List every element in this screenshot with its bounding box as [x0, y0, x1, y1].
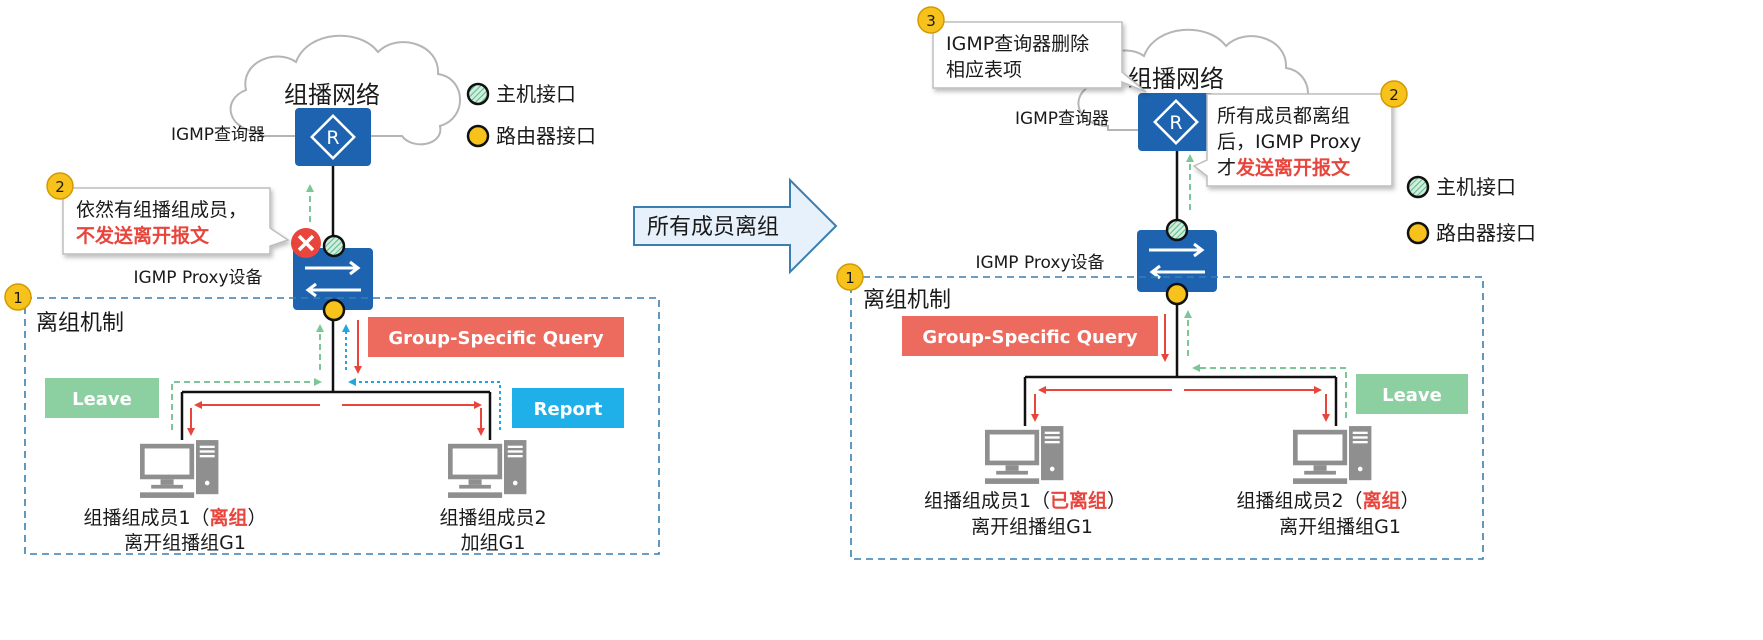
router-port-icon — [322, 298, 346, 322]
computer-icon-member1[interactable] — [985, 426, 1064, 484]
legend: 主机接口 路由器接口 — [1406, 175, 1536, 245]
callout3-line1: IGMP查询器删除 — [946, 33, 1089, 55]
report-path — [348, 378, 501, 430]
member2-line2: 离开组播组G1 — [1279, 516, 1401, 538]
querier-label: IGMP查询器 — [171, 125, 265, 145]
svg-text:R: R — [1169, 112, 1182, 134]
transition-arrow: 所有成员离组 — [633, 177, 838, 275]
callout-querier-delete — [932, 21, 1147, 93]
host-port-icon — [1165, 218, 1189, 242]
badge-1-label: 1 — [845, 269, 855, 287]
legend-host-icon — [466, 82, 490, 106]
badge-3-label: 3 — [926, 12, 936, 30]
region-title: 离组机制 — [863, 288, 951, 313]
callout2-line1: 所有成员都离组 — [1217, 105, 1350, 127]
legend-host-label: 主机接口 — [496, 82, 576, 106]
query-label: Group-Specific Query — [388, 328, 604, 349]
query-label: Group-Specific Query — [922, 327, 1138, 348]
leave-box — [1356, 374, 1468, 414]
transition-label: 所有成员离组 — [647, 215, 779, 240]
legend-router-icon — [466, 124, 490, 148]
callout-proxy-hold — [62, 187, 290, 255]
badge-1-label: 1 — [13, 289, 23, 307]
leave-label: Leave — [72, 389, 132, 410]
leave-path — [1192, 364, 1347, 418]
badge-2 — [46, 172, 74, 200]
computer-icon-member1[interactable] — [140, 440, 219, 498]
router-port-icon — [1165, 282, 1189, 306]
legend: 主机接口 路由器接口 — [466, 82, 596, 148]
legend-router-label: 路由器接口 — [496, 124, 596, 148]
svg-text:R: R — [326, 127, 339, 149]
legend-router-icon — [1406, 221, 1430, 245]
badge-2-label: 2 — [1389, 86, 1399, 104]
member1-line1: 组播组成员1（已离组） — [924, 489, 1126, 512]
badge-2-label: 2 — [55, 178, 65, 196]
cloud-icon — [229, 34, 461, 146]
member2-line1: 组播组成员2（离组） — [1236, 489, 1419, 512]
legend-host-label: 主机接口 — [1436, 175, 1516, 199]
leave-path — [171, 378, 322, 430]
callout-proxy-leave — [1192, 93, 1393, 187]
leave-label: Leave — [1382, 385, 1442, 406]
cloud-label: 组播网络 — [284, 81, 380, 109]
callout-line2: 不发送离开报文 — [76, 224, 210, 247]
report-label: Report — [534, 399, 603, 420]
callout2-line3: 才发送离开报文 — [1217, 156, 1351, 179]
leave-box — [45, 378, 159, 418]
proxy-label: IGMP Proxy设备 — [975, 253, 1104, 273]
legend-host-icon — [1406, 175, 1430, 199]
router-icon[interactable]: R — [295, 108, 371, 166]
query-box — [902, 316, 1158, 356]
region-box — [24, 297, 660, 555]
right-panel: 组播网络 IGMP查询器 R IGMP Proxy设备 主机接口 路由器接口 — [836, 6, 1536, 560]
member1-line2: 离开组播组G1 — [971, 516, 1093, 538]
member1-line2: 离开组播组G1 — [124, 532, 246, 554]
computer-icon-member2[interactable] — [1293, 426, 1372, 484]
router-icon[interactable]: R — [1138, 93, 1214, 151]
cloud-label: 组播网络 — [1128, 65, 1224, 93]
computer-icon-member2[interactable] — [448, 440, 527, 498]
switch-icon[interactable] — [293, 248, 373, 310]
callout2-line2: 后，IGMP Proxy — [1217, 131, 1361, 153]
legend-router-label: 路由器接口 — [1436, 221, 1536, 245]
member2-line1: 组播组成员2 — [439, 507, 546, 529]
member1-line1: 组播组成员1（离组） — [83, 506, 266, 529]
querier-label: IGMP查询器 — [1015, 109, 1109, 129]
x-circle-icon — [291, 228, 321, 258]
report-box — [512, 388, 624, 428]
callout3-line2: 相应表项 — [946, 59, 1022, 81]
badge-2 — [1380, 80, 1408, 108]
region-title: 离组机制 — [36, 311, 124, 336]
callout-line1: 依然有组播组成员， — [76, 199, 247, 221]
host-port-icon — [322, 234, 346, 258]
region-box — [850, 276, 1484, 560]
left-panel: 组播网络 IGMP查询器 R IGMP Proxy设备 主机接口 — [4, 34, 660, 555]
badge-3 — [917, 6, 945, 34]
query-box — [368, 317, 624, 357]
proxy-label: IGMP Proxy设备 — [133, 268, 262, 288]
member2-line2: 加组G1 — [461, 532, 526, 554]
badge-1 — [836, 263, 864, 291]
badge-1 — [4, 283, 32, 311]
